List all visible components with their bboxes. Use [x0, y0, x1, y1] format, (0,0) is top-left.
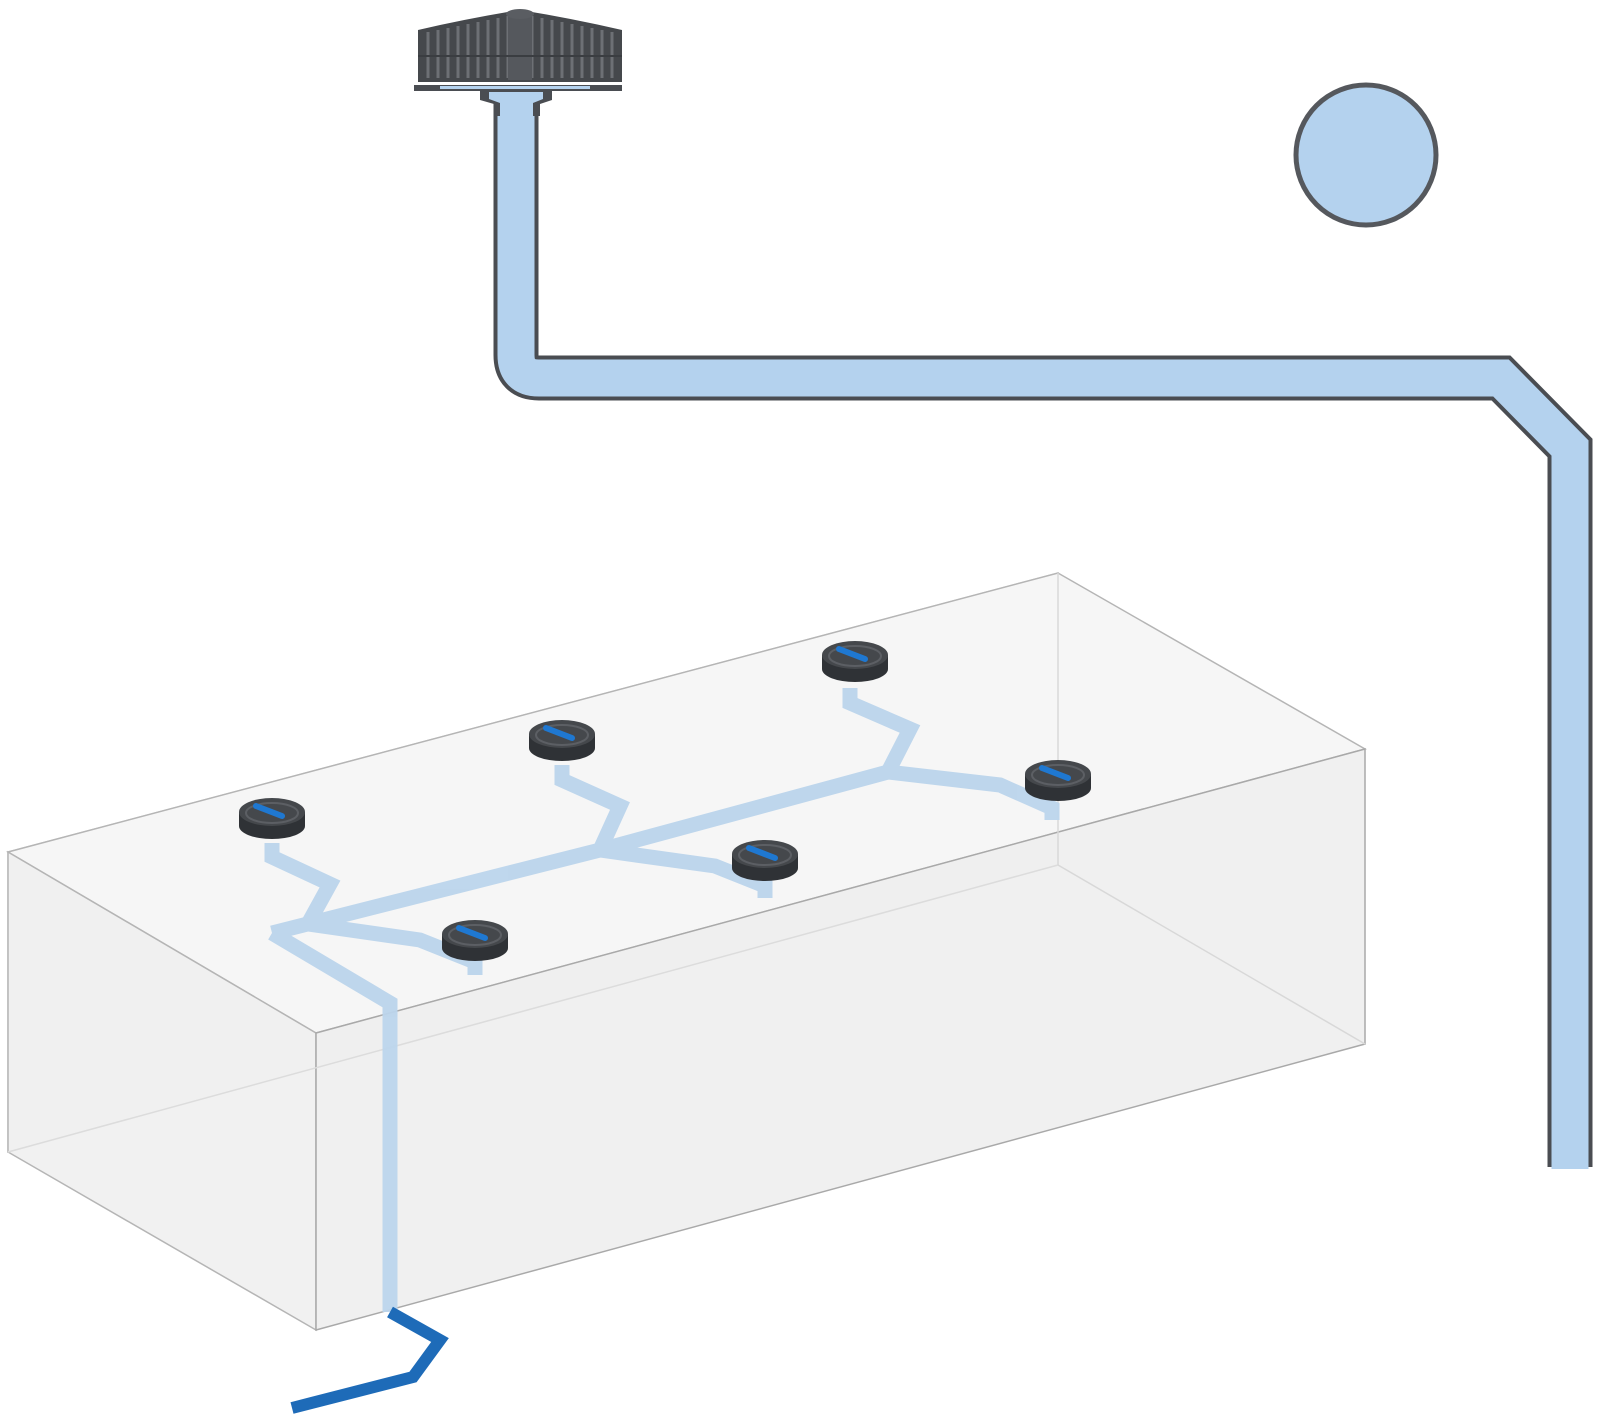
block-hidden-edge [7, 864, 1059, 1153]
fitting-accent [836, 646, 868, 662]
branch-fitting-5 [887, 764, 1060, 820]
roof-drain-icon [414, 9, 622, 116]
fitting-ridge [535, 724, 589, 746]
fitting-2 [442, 920, 508, 961]
down-run [268, 926, 398, 1312]
fitting-1 [239, 798, 305, 839]
roof-drain-center [508, 12, 532, 80]
fitting-6 [822, 641, 888, 682]
fitting-3 [529, 720, 595, 761]
fitting-ridge [245, 802, 299, 824]
roof-drain-cap [506, 9, 534, 19]
fitting-accent [1039, 765, 1071, 781]
roof-drain-flange-inner [440, 86, 590, 89]
branch-fitting-3 [554, 765, 630, 854]
fitting-accent [746, 845, 778, 861]
fitting-ridge [738, 844, 792, 866]
roof-drain-stem-inner [489, 92, 543, 116]
fitting-ridge [1031, 764, 1085, 786]
branch-fitting-6 [842, 688, 921, 776]
main-pipe-fill [497, 96, 1589, 1169]
fitting-4 [732, 840, 798, 881]
block-hidden-edge [1057, 864, 1366, 1045]
fitting-5 [1025, 760, 1091, 801]
pipe-section-circle [1293, 82, 1439, 228]
fitting-accent [253, 803, 285, 819]
main-pipe [493, 96, 1593, 1169]
branch-pipe-network [264, 688, 1060, 1312]
fitting-accent [456, 925, 488, 941]
fittings [239, 641, 1091, 961]
fitting-accent [543, 725, 575, 741]
fitting-ridge [448, 924, 502, 946]
outlet-pipe [290, 1306, 449, 1414]
fitting-ridge [828, 645, 882, 667]
branch-fitting-1 [264, 843, 341, 928]
